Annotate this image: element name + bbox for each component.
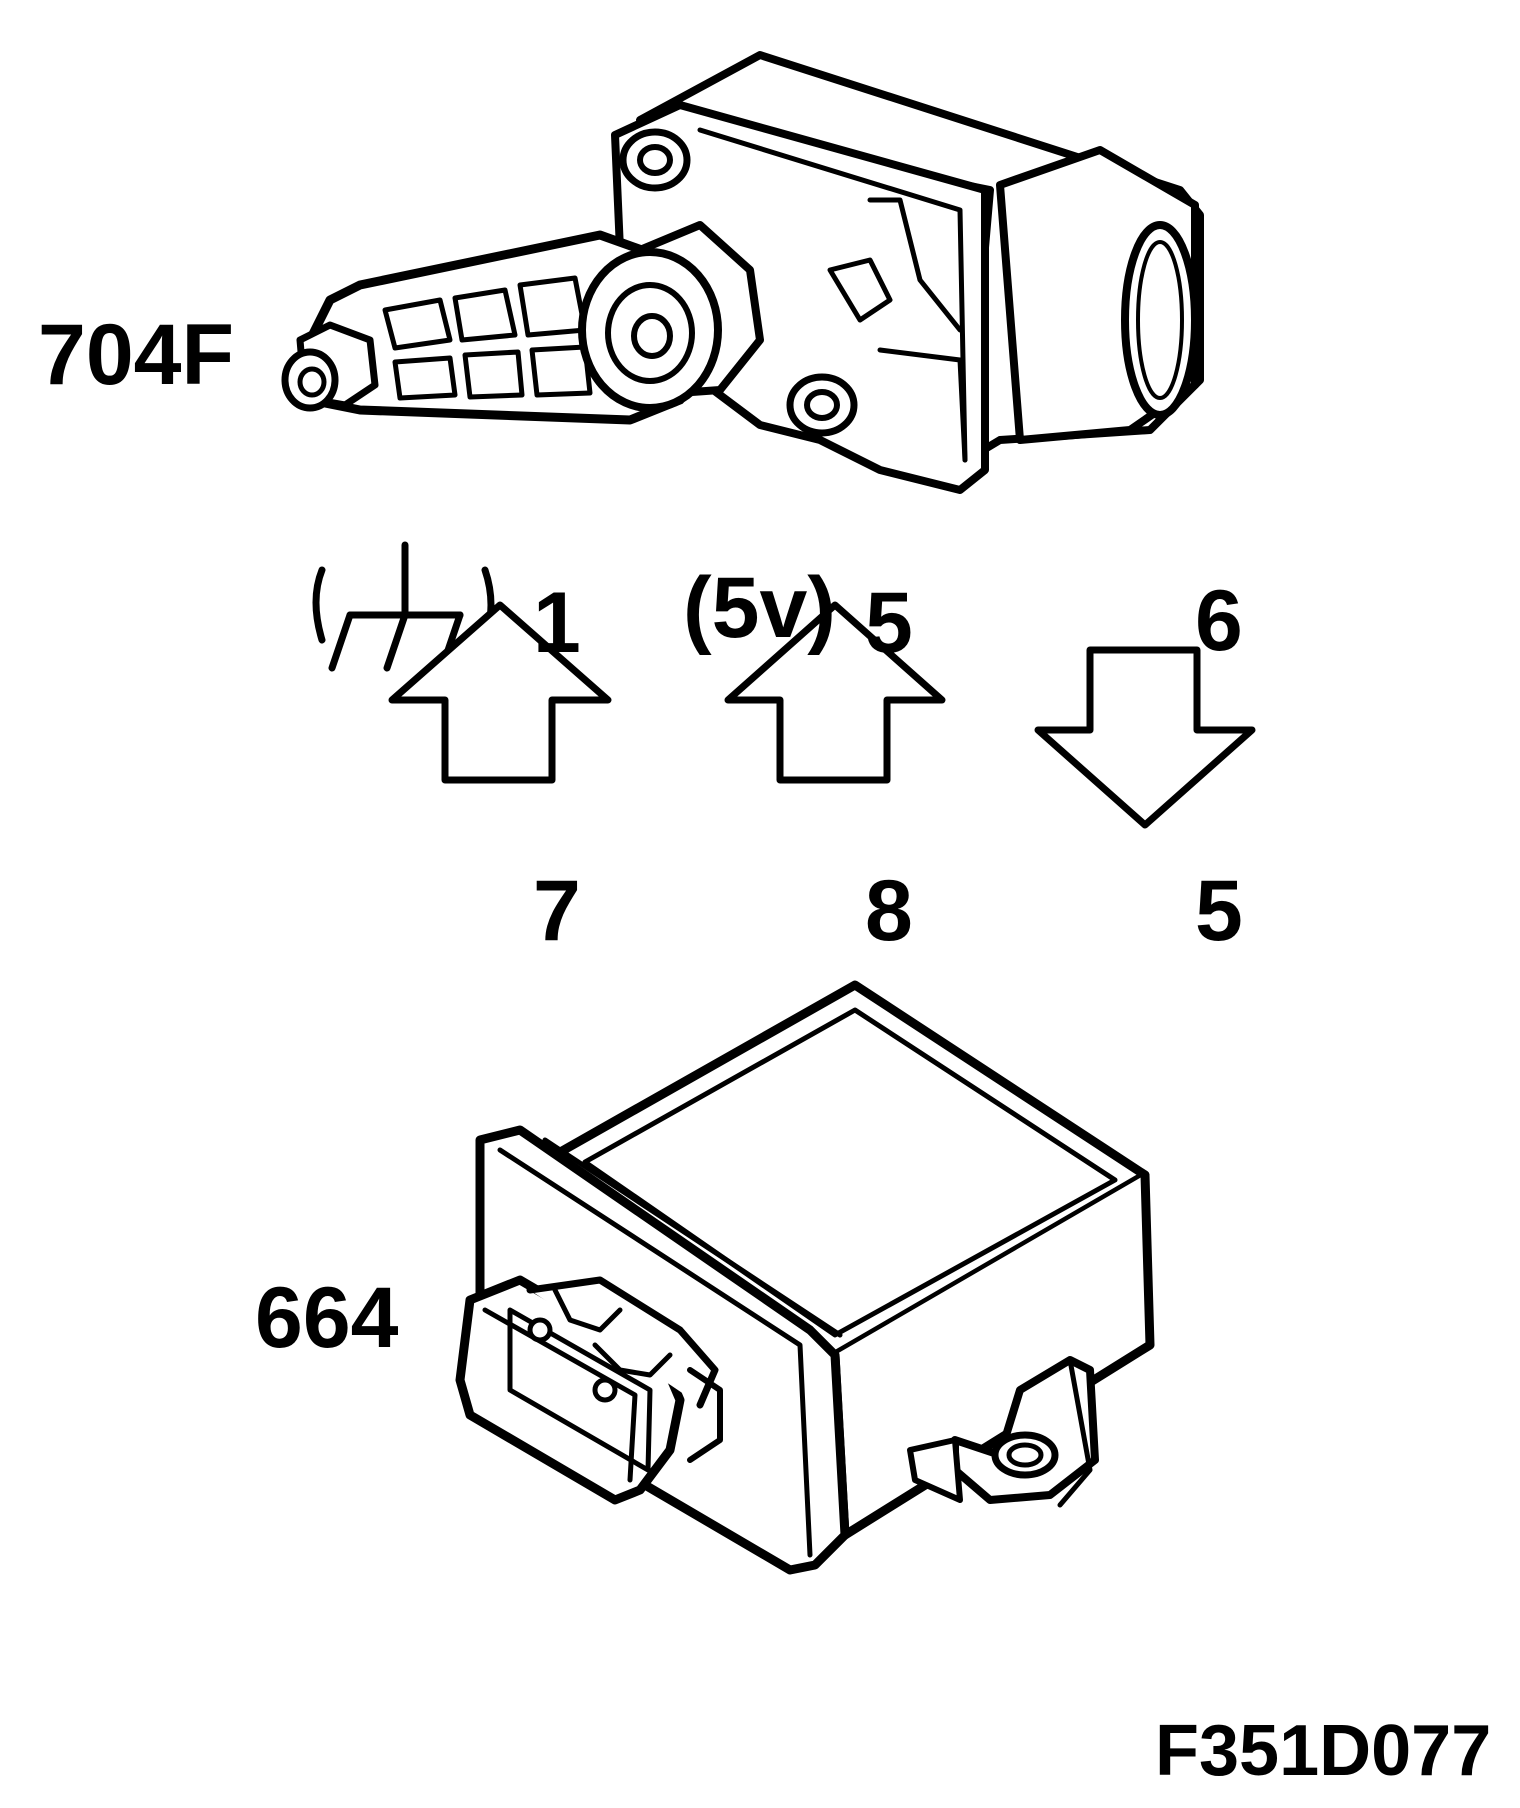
module-id-label: 664 xyxy=(255,1270,399,1366)
sensor-pin-6-label: 6 xyxy=(1195,573,1243,669)
module-pin-8-label: 8 xyxy=(865,863,913,959)
sensor-pin-1-label: 1 xyxy=(533,575,581,671)
voltage-annotation: (5v) xyxy=(683,560,836,656)
figure-reference: F351D077 xyxy=(1155,1711,1492,1791)
arrow-down-pin-6 xyxy=(1034,646,1256,829)
sensor-pin-5-label: 5 xyxy=(865,575,913,671)
level-sensor-704F xyxy=(281,51,1204,494)
control-module-664 xyxy=(455,980,1155,1575)
arrow-up-pin-1 xyxy=(388,601,612,784)
arrow-up-pin-5 xyxy=(724,601,946,784)
module-pin-7-label: 7 xyxy=(533,863,581,959)
sensor-id-label: 704F xyxy=(38,307,235,403)
module-pin-5-label: 5 xyxy=(1195,863,1243,959)
